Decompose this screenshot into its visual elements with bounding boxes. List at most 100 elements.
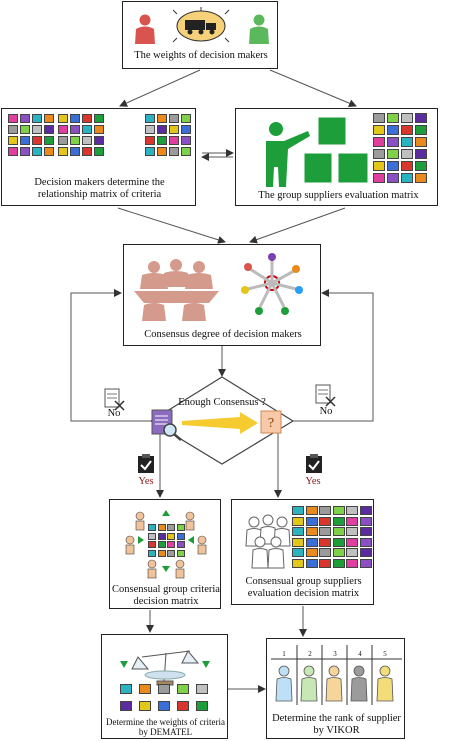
matrix-cell	[319, 537, 331, 547]
matrix-cell	[346, 548, 358, 557]
matrix-cell	[157, 524, 166, 531]
down-triangle-left-icon	[120, 661, 128, 668]
matrix-cell	[167, 549, 175, 557]
matrix-cell	[120, 701, 132, 711]
criteria-matrices	[2, 109, 197, 169]
matrix-cell	[20, 136, 30, 145]
rank-col-1: 1	[282, 650, 286, 658]
matrix-cell	[415, 137, 427, 147]
matrix-cell	[401, 125, 413, 135]
matrix-cell	[44, 136, 54, 145]
group-people-icon	[245, 514, 291, 569]
question-note-icon: ?	[260, 410, 282, 434]
center-matrix	[148, 524, 186, 560]
matrix-cell	[169, 136, 179, 145]
rank-col-3: 3	[333, 650, 337, 658]
matrix-cell	[82, 136, 92, 145]
matrix-cell	[332, 537, 345, 547]
matrix-cell	[148, 532, 156, 540]
consensus-degree-box: Consensus degree of decision makers	[123, 244, 321, 346]
matrix-cell	[82, 147, 92, 156]
matrix-cell	[148, 541, 156, 548]
matrix-cell	[158, 701, 170, 711]
matrix-cell	[319, 506, 331, 515]
edge-relationship-to-consensus	[117, 207, 226, 244]
matrix-cell	[196, 701, 208, 711]
matrix-cell	[373, 125, 385, 135]
matrix-cell	[292, 537, 304, 547]
matrix-cell	[148, 549, 156, 557]
matrix-cell	[8, 114, 18, 123]
matrix-cell	[169, 125, 179, 134]
people-around-matrix-illustration	[125, 510, 207, 579]
supplier-matrix	[373, 109, 437, 189]
matrix-cell	[359, 516, 372, 526]
green-person-icon	[249, 14, 269, 44]
matrix-cell	[145, 114, 155, 123]
matrix-cell	[32, 125, 42, 134]
criteria-blocks	[102, 682, 229, 712]
matrix-cell	[167, 541, 175, 548]
matrix-cell	[346, 516, 358, 526]
matrix-cell	[58, 136, 68, 145]
matrix-cell	[177, 684, 189, 694]
matrix-cell	[58, 114, 68, 123]
dematel-label: Determine the weights of criteria by DEM…	[106, 717, 225, 737]
matrix-cell	[401, 113, 413, 123]
matrix-cell	[387, 149, 399, 159]
matrix-cell	[32, 136, 42, 145]
matrix-cell	[157, 541, 166, 548]
matrix-cell	[20, 147, 30, 156]
matrix-cell	[415, 161, 427, 171]
group-eval-matrix-label: The group suppliers evaluation matrix	[258, 190, 419, 201]
matrix-cell	[415, 125, 427, 135]
matrix-cell	[94, 147, 104, 156]
matrix-cell	[346, 537, 358, 547]
down-triangle-right-icon	[202, 661, 210, 668]
matrix-cell	[8, 136, 18, 145]
matrix-cell	[387, 137, 399, 147]
rank-col-2: 2	[308, 650, 312, 658]
matrix-cell	[70, 114, 80, 123]
matrix-cell	[359, 548, 372, 557]
matrix-cell	[332, 527, 345, 536]
matrix-cell	[305, 548, 318, 557]
matrix-cell	[120, 684, 132, 694]
matrix-cell	[292, 516, 304, 526]
matrix-cell	[44, 114, 54, 123]
matrix-cell	[373, 149, 385, 159]
balance-scale-icon	[131, 650, 200, 686]
yes-left-label: Yes	[138, 476, 154, 487]
matrix-cell	[373, 137, 385, 147]
matrix-cell	[157, 125, 167, 134]
matrix-cell	[332, 548, 345, 557]
matrix-cell	[20, 114, 30, 123]
matrix-cell	[167, 524, 175, 531]
enough-consensus-label: Enough Consensus ?	[178, 397, 266, 408]
matrix-cell	[167, 532, 175, 540]
relationship-matrix-box: Decision makers determine the relationsh…	[1, 108, 196, 206]
matrix-cell	[346, 527, 358, 536]
matrix-cell	[373, 161, 385, 171]
matrix-cell	[139, 684, 151, 694]
matrix-cell	[70, 147, 80, 156]
matrix-cell	[346, 506, 358, 515]
matrix-cell	[319, 527, 331, 536]
matrix-cell	[305, 506, 318, 515]
no-left-label: No	[107, 408, 121, 419]
matrix-cell	[82, 114, 92, 123]
matrix-cell	[177, 701, 189, 711]
matrix-cell	[8, 147, 18, 156]
matrix-cell	[157, 532, 166, 540]
presenter-illustration	[266, 116, 369, 187]
weights-dm-label: The weights of decision makers	[134, 50, 268, 61]
matrix-cell	[169, 114, 179, 123]
matrix-cell	[181, 136, 191, 145]
truck-and-persons-illustration	[135, 7, 269, 44]
matrix-cell	[176, 524, 185, 531]
dematel-box: Determine the weights of criteria by DEM…	[101, 634, 228, 739]
clipboard-check-icon-left	[138, 454, 154, 473]
matrix-cell	[401, 173, 413, 183]
meeting-icon	[134, 259, 219, 321]
